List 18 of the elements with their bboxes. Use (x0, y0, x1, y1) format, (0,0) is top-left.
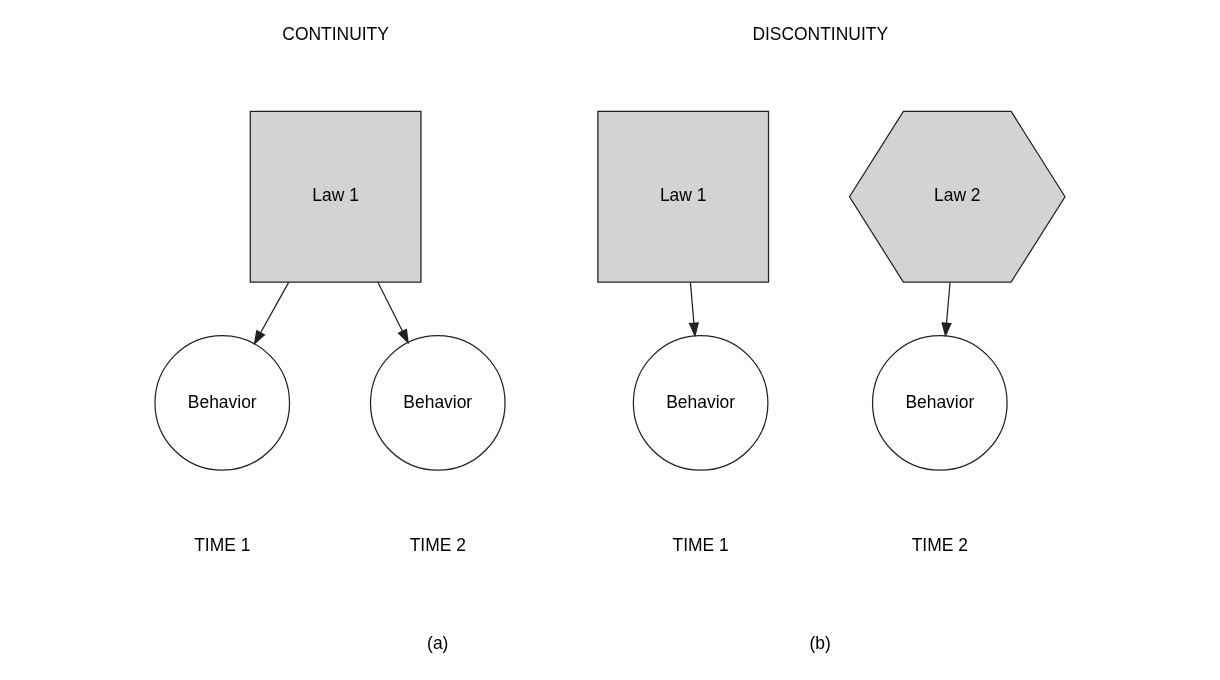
arrow (377, 281, 409, 345)
arrow (941, 281, 952, 338)
label: CONTINUITY (282, 24, 389, 45)
node-circle: Behavior (369, 335, 506, 471)
node-box: Law 1 (597, 110, 770, 283)
label: TIME 1 (194, 534, 251, 555)
label: TIME 2 (911, 534, 968, 555)
label: TIME 1 (672, 534, 729, 555)
label: TIME 2 (409, 534, 466, 555)
node-circle: Behavior (154, 335, 291, 471)
node-circle: Behavior (632, 335, 769, 471)
label: (b) (809, 633, 831, 654)
node-box: Law 1 (249, 110, 422, 283)
label: DISCONTINUITY (752, 24, 889, 45)
arrow (253, 281, 290, 346)
arrow (688, 281, 700, 338)
label: (a) (427, 633, 449, 654)
node-circle: Behavior (871, 335, 1008, 471)
